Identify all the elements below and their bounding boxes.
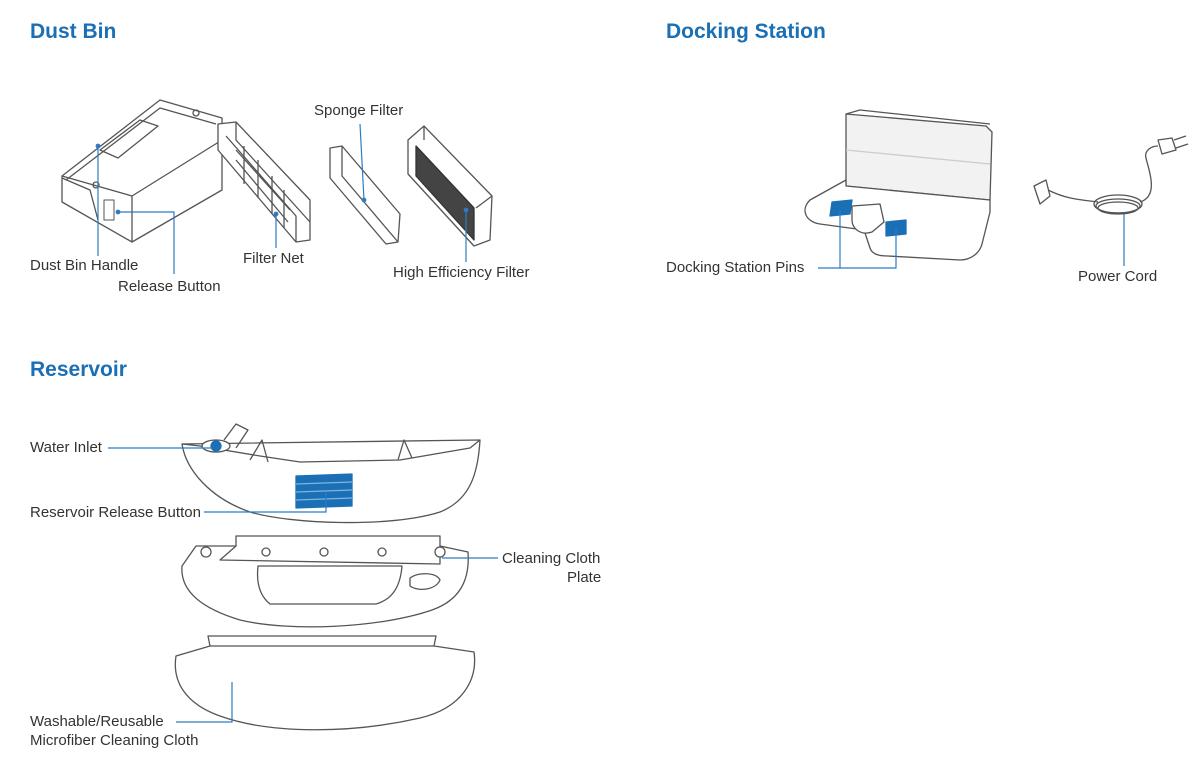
sponge-filter-label: Sponge Filter (314, 102, 404, 119)
sponge-filter-illustration (329, 145, 401, 245)
cleaning-cloth-plate-label-line2: Plate (567, 569, 602, 586)
docking-station-heading: Docking Station (666, 20, 826, 43)
microfiber-cloth-illustration (174, 635, 476, 731)
docking-station-pins-label: Docking Station Pins (666, 259, 805, 276)
docking-station-illustration (804, 109, 993, 261)
filter-net-illustration (217, 121, 311, 243)
filter-net-label: Filter Net (243, 250, 304, 267)
high-efficiency-filter-illustration (407, 125, 493, 247)
release-button-label: Release Button (118, 278, 221, 295)
power-cord-illustration (1033, 135, 1189, 215)
cleaning-cloth-plate-label-line1: Cleaning Cloth (502, 550, 601, 567)
power-cord-label: Power Cord (1078, 268, 1158, 285)
cloth-label-line1: Washable/Reusable (30, 713, 164, 730)
water-inlet-label: Water Inlet (30, 439, 102, 456)
callout-lines (95, 123, 1125, 723)
reservoir-heading: Reservoir (30, 358, 127, 381)
cloth-label-line2: Microfiber Cleaning Cloth (30, 732, 199, 749)
reservoir-tank-illustration (181, 423, 481, 524)
dust-bin-handle-label: Dust Bin Handle (30, 257, 139, 274)
dust-bin-heading: Dust Bin (30, 20, 117, 43)
dust-bin-illustration (61, 99, 223, 243)
reservoir-release-button-label: Reservoir Release Button (30, 504, 201, 521)
high-efficiency-filter-label: High Efficiency Filter (393, 264, 530, 281)
cleaning-cloth-plate-illustration (181, 535, 469, 628)
